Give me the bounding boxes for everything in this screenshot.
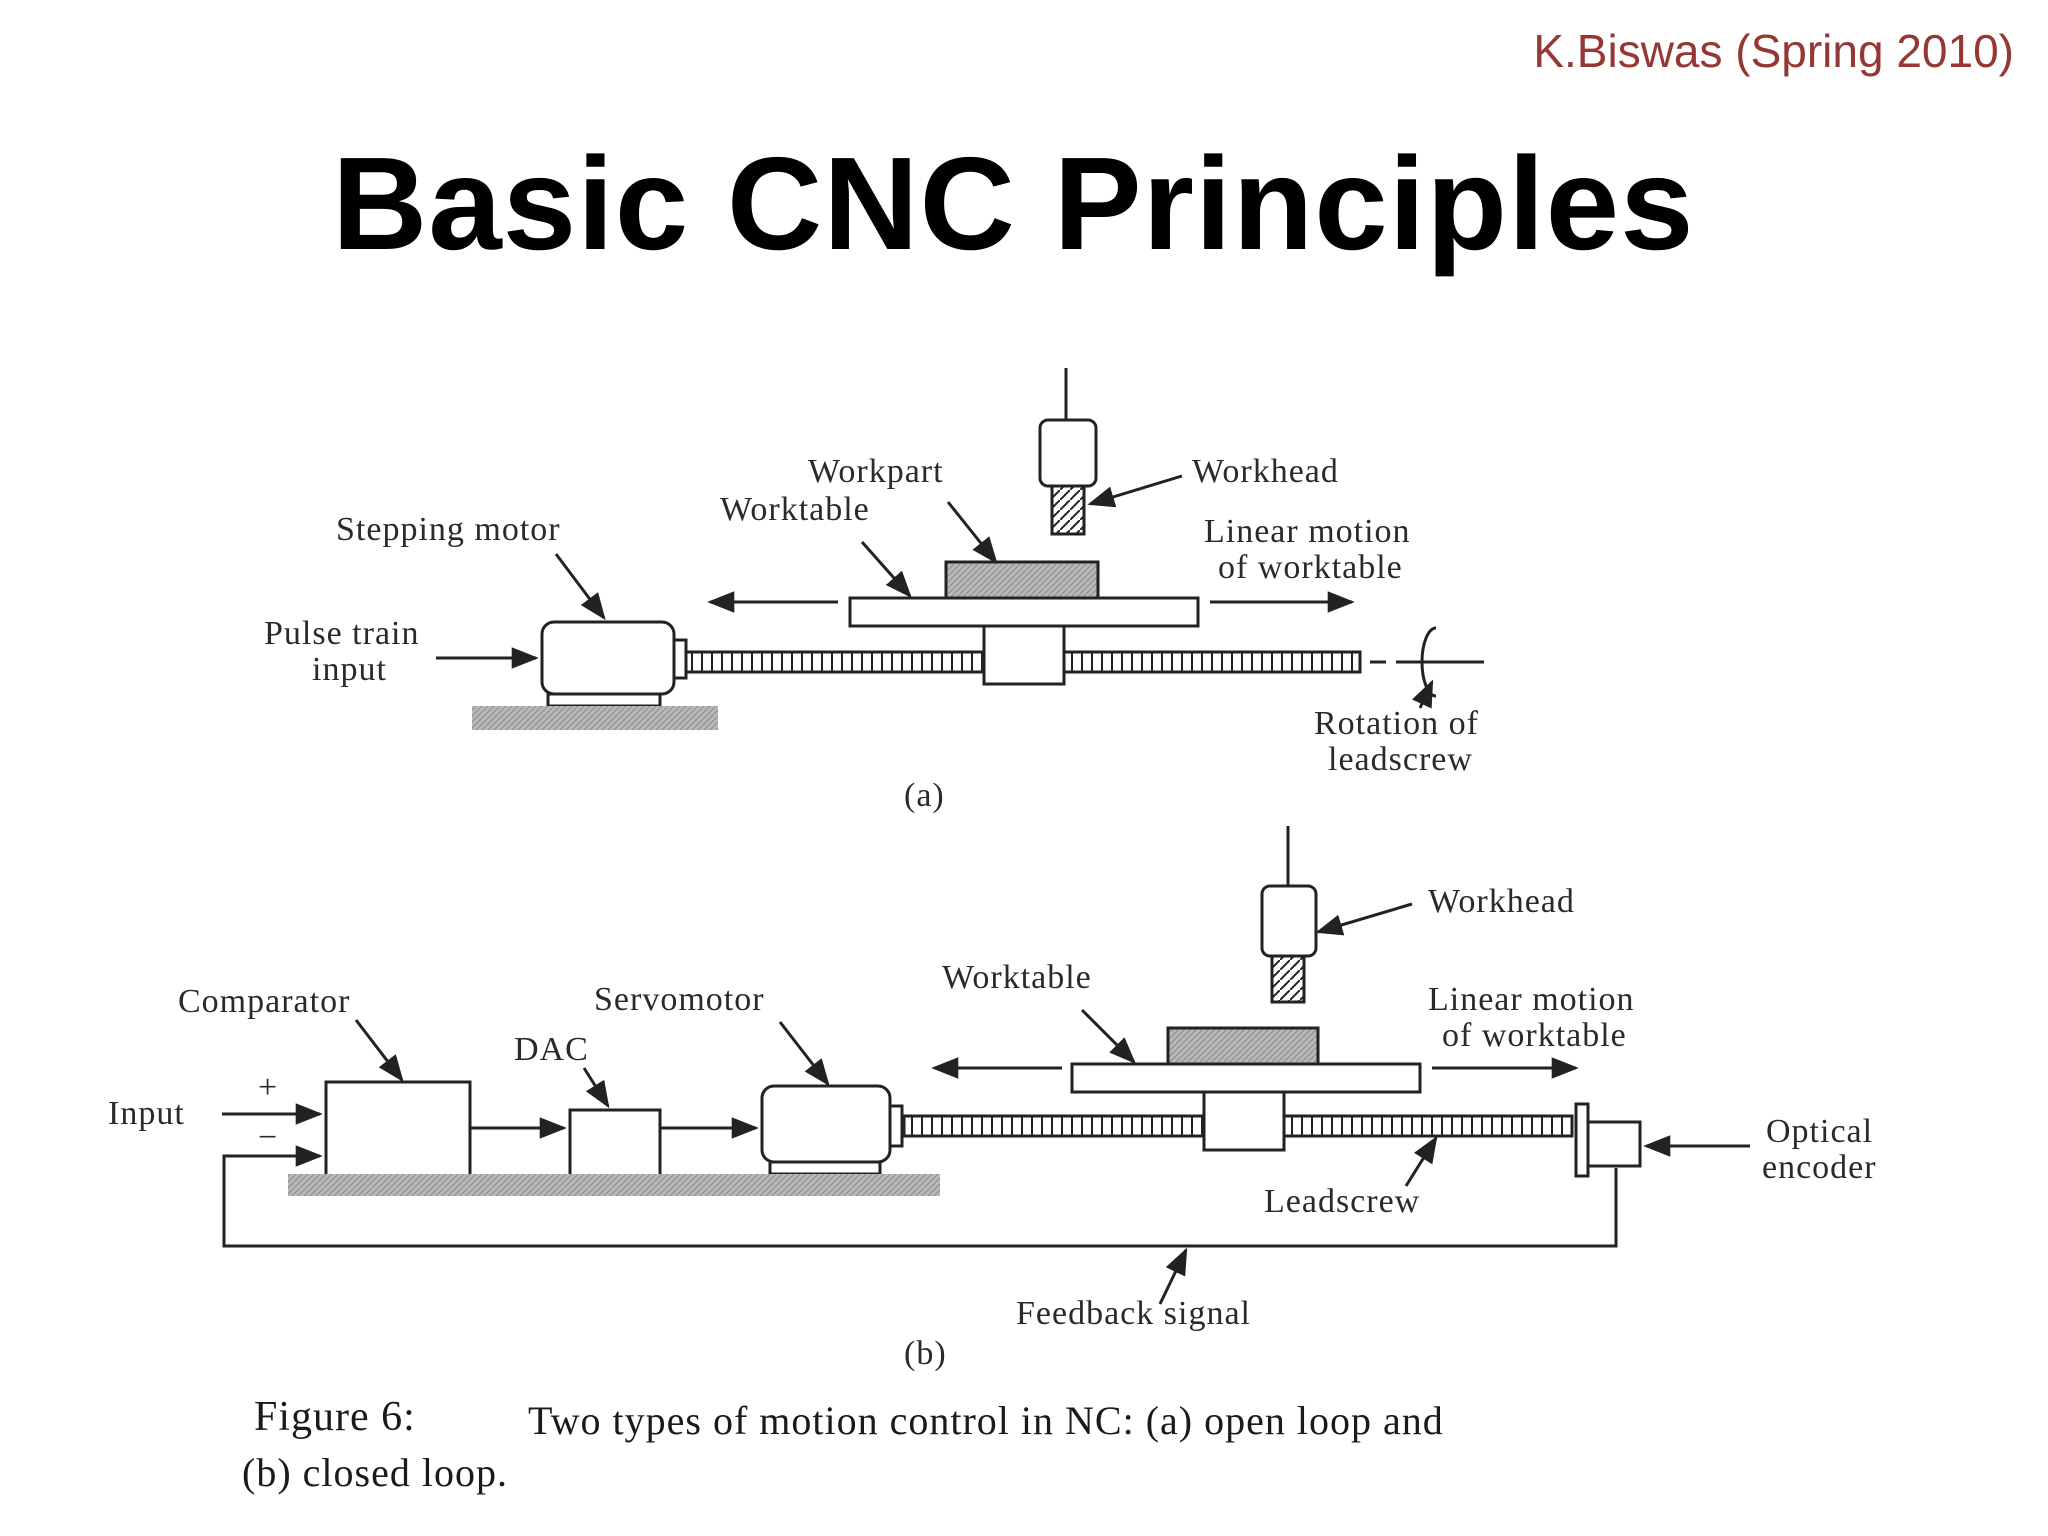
label-workpart-a: Workpart [808, 453, 944, 490]
dac-box [568, 1108, 662, 1178]
leader-feedback [1158, 1247, 1188, 1305]
servomotor-body [760, 1084, 892, 1164]
caption-line-1: Two types of motion control in NC: (a) o… [528, 1398, 1444, 1443]
leadscrew-nut-a [982, 624, 1066, 686]
label-workhead-a: Workhead [1192, 453, 1339, 490]
leader-workhead-b [1315, 902, 1413, 936]
label-rotation-2: leadscrew [1328, 741, 1473, 778]
label-optical-1: Optical [1766, 1113, 1873, 1150]
label-linear-motion-b1: Linear motion [1428, 981, 1635, 1018]
motor-base-b [288, 1174, 940, 1196]
leader-workhead-a [1087, 474, 1183, 508]
label-plus: + [258, 1069, 278, 1106]
leader-servomotor [778, 1021, 830, 1087]
workpart-block-b [1166, 1026, 1320, 1066]
label-feedback: Feedback signal [1016, 1295, 1251, 1332]
label-minus: − [258, 1119, 278, 1156]
leader-worktable-a [860, 541, 912, 599]
label-worktable-a: Worktable [720, 491, 870, 528]
workhead-tool-bit [1050, 484, 1086, 536]
figure-caption: Figure 6: Two types of motion control in… [242, 1394, 1444, 1495]
label-worktable-b: Worktable [942, 959, 1092, 996]
label-input: Input [108, 1095, 185, 1132]
label-stepping-motor: Stepping motor [336, 511, 561, 548]
encoder-disk [1574, 1102, 1590, 1178]
leader-worktable-b [1080, 1008, 1136, 1064]
slide-title: Basic CNC Principles [332, 130, 1695, 277]
motor-coupling-b [888, 1104, 904, 1148]
worktable-plate [848, 596, 1200, 628]
caption-line-2: (b) closed loop. [242, 1450, 508, 1495]
feedback-loop-line [222, 1145, 1618, 1248]
leader-workpart-a [946, 501, 998, 565]
workpart-block [944, 560, 1100, 600]
label-rotation-1: Rotation of [1314, 705, 1479, 742]
author-credit: K.Biswas (Spring 2010) [1533, 25, 2014, 77]
leader-stepping-motor [554, 553, 606, 621]
motor-foot-b [768, 1160, 882, 1176]
label-optical-2: encoder [1762, 1149, 1877, 1186]
rotation-arrow [1412, 679, 1434, 709]
label-linear-motion-a2: of worktable [1218, 549, 1403, 586]
optical-encoder-body [1586, 1120, 1642, 1168]
comparator-box [324, 1080, 472, 1178]
label-comparator: Comparator [178, 983, 350, 1020]
label-part-a: (a) [904, 777, 945, 814]
label-pulse-train-1: Pulse train [264, 615, 419, 652]
motor-base-a [472, 706, 718, 730]
label-part-b: (b) [904, 1335, 947, 1372]
caption-figure-number: Figure 6: [254, 1394, 416, 1440]
diagram-b-closed-loop: Workhead Worktable Comparator Servomotor… [108, 826, 1877, 1372]
motor-foot-a [546, 692, 662, 708]
label-leadscrew: Leadscrew [1264, 1183, 1420, 1220]
worktable-plate-b [1070, 1062, 1422, 1094]
leader-comparator [354, 1019, 404, 1083]
diagram-a-open-loop: Workpart Worktable Workhead Stepping mot… [264, 368, 1484, 814]
workhead-spindle [1038, 418, 1098, 488]
leadscrew-nut-b [1202, 1090, 1286, 1152]
label-pulse-train-2: input [312, 651, 387, 688]
label-dac: DAC [514, 1031, 589, 1068]
workhead-spindle-b [1260, 884, 1318, 958]
label-servomotor: Servomotor [594, 981, 765, 1018]
label-linear-motion-b2: of worktable [1442, 1017, 1627, 1054]
stepping-motor-body [540, 620, 676, 696]
workhead-tool-bit-b [1270, 954, 1306, 1004]
label-workhead-b: Workhead [1428, 883, 1575, 920]
leader-leadscrew [1404, 1135, 1438, 1187]
label-linear-motion-a1: Linear motion [1204, 513, 1411, 550]
leader-dac [582, 1067, 610, 1109]
motor-coupling-a [672, 638, 688, 680]
